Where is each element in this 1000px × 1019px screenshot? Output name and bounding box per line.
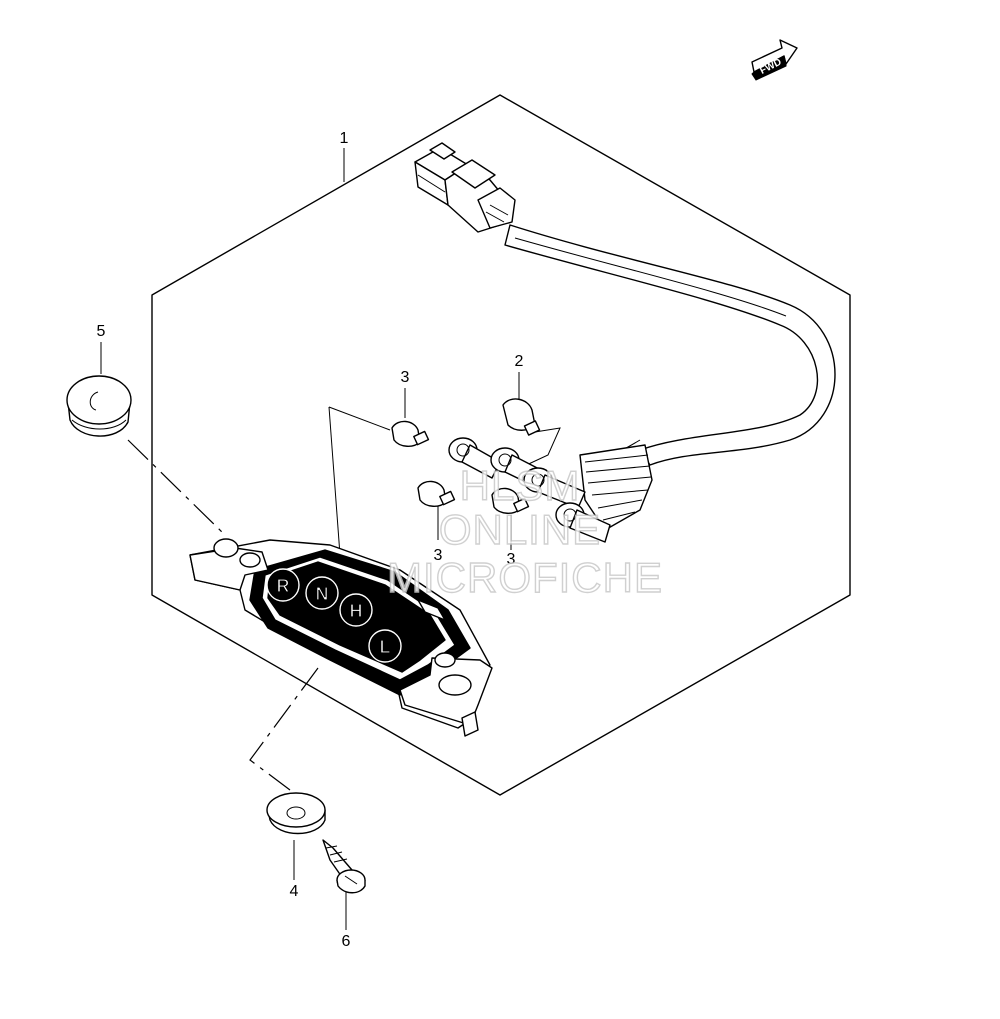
watermark-line-1: HLSM: [460, 462, 581, 509]
grommet-part-5: [66, 375, 132, 437]
assembly-outline: [151, 94, 851, 796]
socket: [555, 502, 611, 543]
washer-part-4: [266, 792, 326, 835]
fwd-arrow-icon: FWD: [751, 39, 798, 81]
bulb-part-3: [491, 487, 530, 514]
indicator-letter-l: L: [380, 637, 391, 657]
assembly-line-grommet: [127, 439, 226, 536]
lamp-sockets: [448, 437, 611, 543]
indicator-letter-h: H: [350, 601, 363, 621]
watermark: HLSM ONLINE MICROFICHE: [386, 461, 663, 601]
watermark-line-2: ONLINE: [439, 506, 601, 553]
indicator-letter-r: R: [277, 576, 290, 596]
screw-part-6: [322, 839, 366, 894]
bulb-part-2: [502, 398, 541, 436]
bulb-part-3: [417, 480, 456, 507]
callout-part-2: 2: [515, 353, 524, 370]
callout-part-3: 3: [434, 547, 443, 564]
assembly-line-washer: [249, 667, 319, 791]
watermark-line-3: MICROFICHE: [387, 554, 663, 601]
harness-connector: [414, 142, 516, 233]
indicator-letter-n: N: [316, 584, 329, 604]
callout-part-3: 3: [507, 551, 516, 568]
callout-part-6: 6: [342, 933, 351, 950]
wire-harness: [414, 142, 836, 531]
callout-part-3: 3: [401, 369, 410, 386]
socket: [523, 467, 586, 509]
bulb-part-3: [391, 420, 430, 447]
gear-indicator-housing: R N H L: [189, 538, 493, 737]
callout-part-5: 5: [97, 323, 106, 340]
socket: [448, 437, 501, 479]
leader-lines: [100, 148, 561, 930]
callout-part-4: 4: [290, 883, 299, 900]
callout-part-1: 1: [340, 130, 349, 147]
